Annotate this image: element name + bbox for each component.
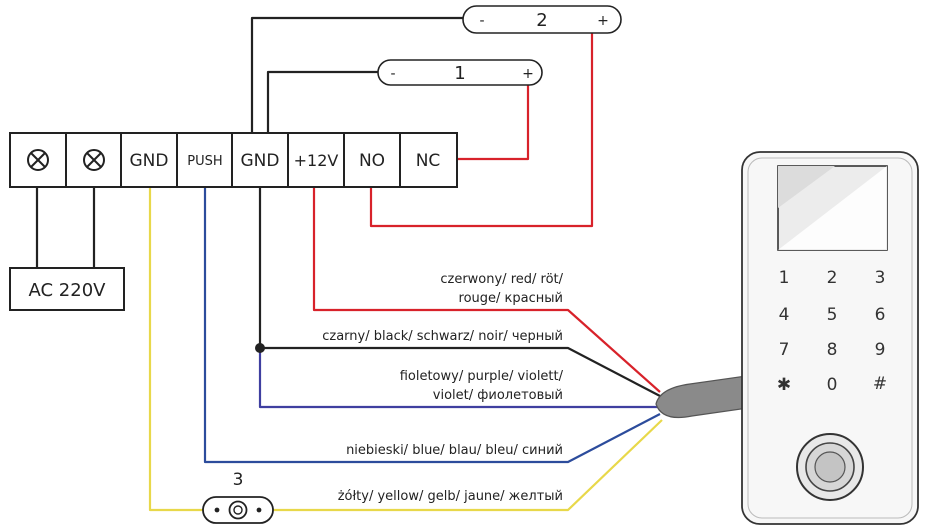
wires	[35, 16, 663, 512]
keypad-screen	[777, 165, 888, 251]
yellow-wire-2	[273, 419, 663, 512]
terminal-gnd-right: GND	[241, 151, 280, 171]
purple-wire-label-2: violet/ фиолетовый	[433, 388, 563, 403]
ac-terminal-2-icon	[83, 149, 105, 171]
red-wire-label-2: rouge/ красный	[459, 291, 563, 306]
key-5: 5	[827, 305, 838, 325]
power-label: AC 220V	[29, 280, 107, 301]
lock-1: - 1 +	[377, 59, 543, 86]
power-supply-box: AC 220V	[9, 267, 125, 311]
lock-2: - 2 +	[462, 5, 622, 34]
black-wire-label: czarny/ black/ schwarz/ noir/ черный	[322, 329, 563, 344]
yellow-wire	[148, 187, 203, 512]
lock1-plus-wire	[456, 84, 530, 161]
key-7: 7	[779, 340, 790, 360]
terminal-12v: +12V	[294, 151, 339, 170]
lock1-plus: +	[522, 66, 534, 82]
exit-button: 3	[202, 470, 274, 524]
lock1-minus: -	[390, 66, 395, 82]
red-wire-label-1: czerwony/ red/ röt/	[440, 272, 563, 287]
key-0: 0	[827, 375, 838, 395]
yellow-wire-label: żółty/ yellow/ gelb/ jaune/ желтый	[338, 489, 563, 504]
lock2-plus-wire	[369, 32, 594, 228]
lock2-minus: -	[479, 13, 484, 29]
lock1-number: 1	[454, 63, 465, 84]
terminal-no: NO	[359, 151, 385, 171]
keypad-device: 1 2 3 4 5 6 7 8 9 ✱ 0 #	[741, 151, 919, 525]
key-hash: #	[873, 374, 887, 394]
key-2: 2	[827, 268, 838, 288]
key-1: 1	[779, 268, 790, 288]
exit-button-number: 3	[233, 470, 244, 490]
purple-wire	[258, 348, 660, 409]
wire-junction-dot	[255, 343, 265, 353]
lock2-number: 2	[536, 10, 547, 31]
terminal-push: PUSH	[187, 154, 222, 169]
ac-terminal-1-icon	[27, 149, 49, 171]
terminal-block: GND PUSH GND +12V NO NC	[9, 132, 458, 188]
lock2-minus-wire	[250, 16, 463, 132]
black-wire	[258, 187, 661, 397]
fingerprint-sensor-icon	[796, 433, 864, 501]
key-star: ✱	[777, 375, 791, 395]
keypad-keys: 1 2 3 4 5 6 7 8 9 ✱ 0 #	[777, 268, 887, 395]
key-3: 3	[875, 268, 886, 288]
key-8: 8	[827, 340, 838, 360]
purple-wire-label-1: fioletowy/ purple/ violett/	[400, 369, 564, 384]
cable	[655, 375, 749, 419]
blue-wire	[203, 187, 661, 464]
lock1-minus-wire	[266, 70, 378, 132]
lock2-plus: +	[597, 13, 609, 29]
terminal-gnd-left: GND	[130, 151, 169, 171]
key-4: 4	[779, 305, 790, 325]
key-6: 6	[875, 305, 886, 325]
red-wire	[312, 187, 661, 393]
blue-wire-label: niebieski/ blue/ blau/ bleu/ синий	[346, 443, 563, 458]
key-9: 9	[875, 340, 886, 360]
terminal-nc: NC	[416, 151, 441, 171]
